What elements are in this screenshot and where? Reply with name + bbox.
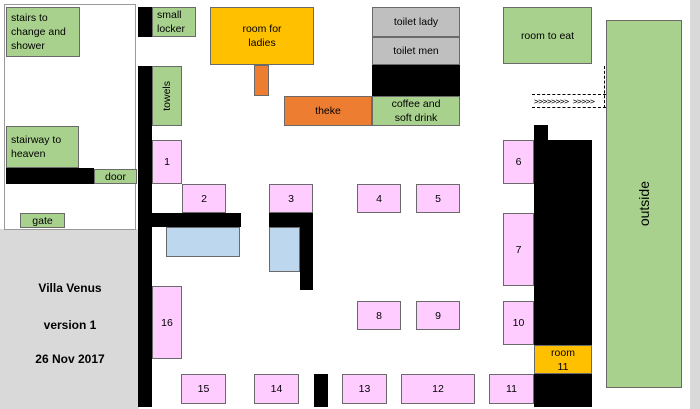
theke-label: theke <box>315 105 341 117</box>
room-3-label: 3 <box>288 192 294 205</box>
outside-area: outside <box>606 20 682 388</box>
room-4-label: 4 <box>376 192 382 205</box>
right-edge-exterior <box>690 0 700 409</box>
toilet-lady: toilet lady <box>372 7 460 37</box>
room-8-label: 8 <box>376 309 382 322</box>
stairs-to-change-area: stairs to change and shower <box>6 7 80 57</box>
coffee-label: coffee and soft drink <box>391 98 441 124</box>
room-13: 13 <box>342 374 387 404</box>
room-12-label: 12 <box>432 383 444 395</box>
blue-box-left <box>166 227 240 257</box>
wall-door <box>6 168 94 184</box>
room-2: 2 <box>182 184 226 213</box>
room-13-label: 13 <box>358 383 371 395</box>
plan-version: version 1 <box>43 318 97 332</box>
blue-box-mid <box>269 227 300 272</box>
room-9-label: 9 <box>435 309 441 322</box>
lower-left-exterior <box>0 229 139 409</box>
room-6: 6 <box>503 140 534 184</box>
room-4: 4 <box>357 184 401 213</box>
room-10: 10 <box>503 301 534 345</box>
arrow-passage: >>>>>>>> >>>>> <box>532 94 606 108</box>
room-1: 1 <box>152 140 182 184</box>
small-locker-label: small locker <box>157 9 186 35</box>
stairway-label: stairway to heaven <box>11 134 62 160</box>
towels-area: towels <box>152 66 182 126</box>
room-3: 3 <box>269 184 313 213</box>
room-7-label: 7 <box>515 243 522 256</box>
stairway-area: stairway to heaven <box>6 126 79 168</box>
room-11-label: room 11 <box>551 346 575 373</box>
plan-title: Villa Venus <box>38 281 102 295</box>
room-6-label: 6 <box>515 156 522 168</box>
room-9: 9 <box>416 301 460 330</box>
room-11: room 11 <box>534 345 592 374</box>
room-12: 12 <box>401 374 475 404</box>
plan-date: 26 Nov 2017 <box>35 352 105 366</box>
door-label: door <box>104 170 126 183</box>
room-to-eat-label: room to eat <box>520 29 575 42</box>
wall-right-top <box>534 125 548 141</box>
wall-bottom-small <box>314 374 328 407</box>
room-to-eat-area: room to eat <box>503 7 592 64</box>
room-15-label: 15 <box>197 383 210 395</box>
room-7: 7 <box>503 213 534 286</box>
room-15: 15 <box>181 374 226 404</box>
wall-toilet <box>372 65 460 96</box>
towels-label: towels <box>161 81 173 111</box>
outside-label: outside <box>636 181 652 227</box>
gate-area: gate <box>20 213 65 228</box>
wall-locker <box>138 7 152 37</box>
coffee-area: coffee and soft drink <box>372 96 460 126</box>
room-for-ladies: room for ladies <box>210 7 314 65</box>
gate-label: gate <box>32 214 53 227</box>
room-16: 16 <box>152 286 182 359</box>
room-for-ladies-label: room for ladies <box>242 23 282 49</box>
room-8: 8 <box>357 301 401 330</box>
room-10-label: 10 <box>512 317 525 329</box>
toilet-lady-label: toilet lady <box>393 16 439 28</box>
room-5-label: 5 <box>435 192 441 205</box>
room-14: 14 <box>254 374 299 404</box>
door-area: door <box>94 169 137 184</box>
room-1-label: 1 <box>164 156 170 168</box>
room-5: 5 <box>416 184 460 213</box>
wall-mid-a <box>150 213 241 227</box>
room-2-label: 2 <box>201 192 207 205</box>
arrow-passage-end <box>604 66 605 108</box>
room-11-box-label: 11 <box>506 383 517 395</box>
room-16-label: 16 <box>161 316 173 329</box>
left-upper-outline <box>4 4 136 230</box>
ladies-entry <box>254 65 269 96</box>
toilet-men-label: toilet men <box>393 45 439 57</box>
wall-left-main <box>138 66 152 407</box>
wall-right-main <box>534 140 592 345</box>
stairs-label: stairs to change and shower <box>11 12 66 52</box>
wall-right-bottom <box>534 374 592 407</box>
arrows-label: >>>>>>>> >>>>> <box>534 96 595 106</box>
room-14-label: 14 <box>270 383 283 395</box>
theke-counter: theke <box>284 96 372 126</box>
wall-mid-b-vert <box>300 213 313 290</box>
small-locker-area: small locker <box>152 7 196 37</box>
toilet-men: toilet men <box>372 37 460 65</box>
room-11-box: 11 <box>489 374 534 404</box>
